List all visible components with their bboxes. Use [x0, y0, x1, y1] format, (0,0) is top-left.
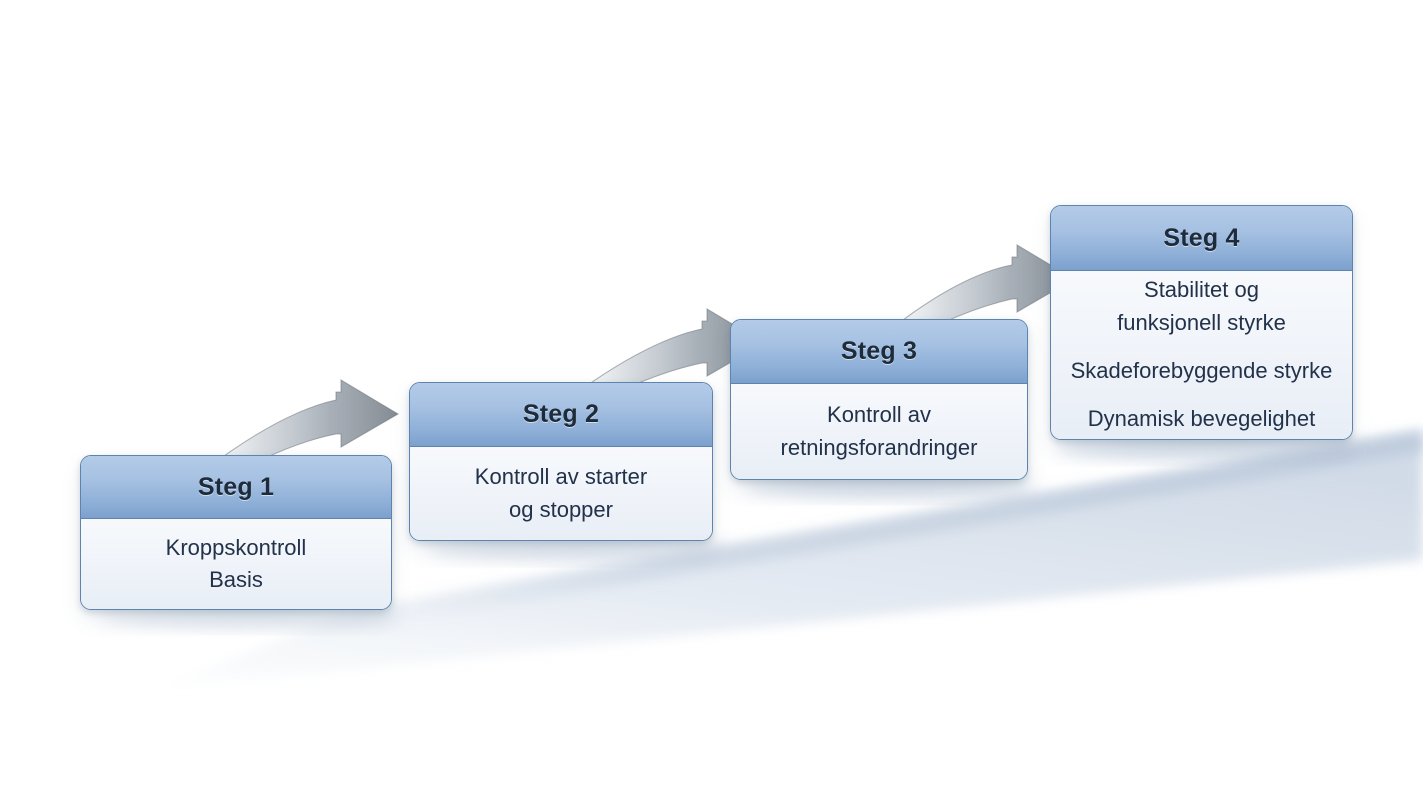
step-2-body: Kontroll av starter og stopper [410, 447, 712, 540]
step-4-paragraph-1: Stabilitet og funksjonell styrke [1117, 274, 1286, 339]
step-3-title: Steg 3 [840, 337, 918, 365]
step-4-line-1: Stabilitet og [1144, 277, 1259, 303]
step-4-title: Steg 4 [1163, 223, 1240, 252]
step-1-title: Steg 1 [197, 472, 275, 501]
step-4-line-3: Skadeforebyggende styrke [1070, 358, 1333, 383]
step-box-1[interactable]: Steg 1 Kroppskontroll Basis [80, 455, 392, 610]
step-3-paragraph: Kontroll av retningsforandringer [781, 399, 978, 464]
step-4-line-2: funksjonell styrke [1117, 309, 1286, 335]
step-2-paragraph: Kontroll av starter og stopper [475, 461, 647, 526]
step-1-line-2: Basis [209, 567, 263, 592]
step-box-3[interactable]: Steg 3 Kontroll av retningsforandringer [730, 319, 1028, 480]
step-2-header: Steg 2 [410, 383, 712, 447]
step-4-body: Stabilitet og funksjonell styrke Skadefo… [1051, 271, 1352, 439]
step-1-paragraph: Kroppskontroll Basis [166, 532, 307, 597]
step-3-header: Steg 3 [731, 320, 1027, 384]
step-4-line-4: Dynamisk bevegelighet [1087, 406, 1316, 432]
step-3-body: Kontroll av retningsforandringer [731, 384, 1027, 479]
step-box-2[interactable]: Steg 2 Kontroll av starter og stopper [409, 382, 713, 541]
step-4-paragraph-2: Skadeforebyggende styrke [1071, 355, 1333, 387]
step-4-header: Steg 4 [1051, 206, 1352, 271]
step-1-body: Kroppskontroll Basis [81, 519, 391, 609]
step-2-line-1: Kontroll av starter [474, 464, 648, 490]
step-2-line-2: og stopper [509, 496, 613, 522]
step-box-4[interactable]: Steg 4 Stabilitet og funksjonell styrke … [1050, 205, 1353, 440]
step-3-line-1: Kontroll av [827, 402, 931, 428]
step-3-line-2: retningsforandringer [780, 434, 978, 460]
step-2-title: Steg 2 [522, 400, 600, 428]
step-4-paragraph-3: Dynamisk bevegelighet [1088, 403, 1315, 435]
step-1-line-1: Kroppskontroll [165, 534, 307, 560]
step-1-header: Steg 1 [81, 456, 391, 519]
